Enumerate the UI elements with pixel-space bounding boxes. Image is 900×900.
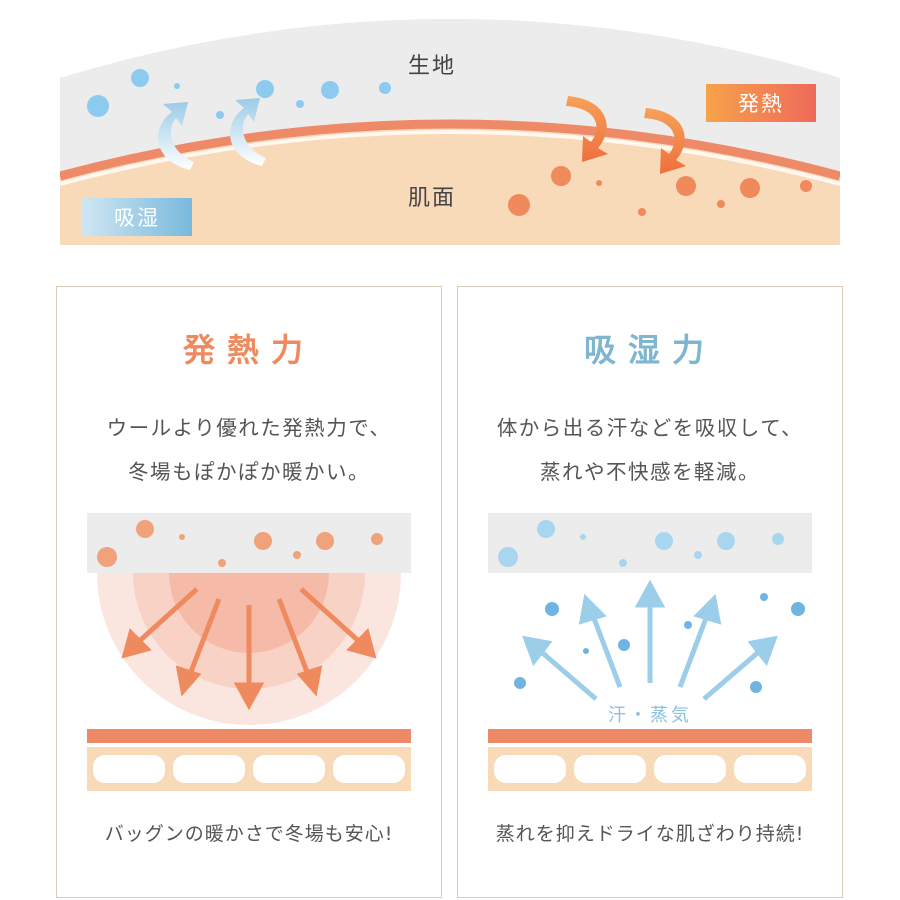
- heat-panel: 発熱力 ウールより優れた発熱力で、 冬場もぽかぽか暖かい。: [56, 286, 442, 898]
- fabric-layer: [60, 19, 840, 176]
- skin-top-line: [488, 729, 812, 743]
- moisture-badge: 吸湿: [82, 198, 192, 236]
- fabric-strip: [87, 513, 411, 573]
- heat-desc-line2: 冬場もぽかぽか暖かい。: [128, 460, 370, 484]
- skin-cells: [93, 755, 405, 783]
- heat-illustration: [87, 513, 411, 791]
- moisture-panel-title: 吸湿力: [583, 331, 716, 369]
- moisture-arrows: [158, 98, 266, 170]
- heat-particles: [97, 520, 383, 567]
- cross-section-diagram: 生地 肌面 発熱 吸湿: [0, 0, 900, 260]
- moisture-particles-fabric: [498, 520, 784, 567]
- moisture-panel: 吸湿力 体から出る汗などを吸収して、 蒸れや不快感を軽減。: [457, 286, 843, 898]
- heat-badge: 発熱: [706, 84, 816, 122]
- moisture-illustration: [488, 513, 812, 791]
- heat-panel-title: 発熱力: [182, 331, 315, 369]
- moisture-droplets: [87, 69, 391, 119]
- heat-arrows: [566, 96, 686, 174]
- skin-label: 肌面: [408, 186, 457, 211]
- moisture-desc-line2: 蒸れや不快感を軽減。: [540, 460, 760, 484]
- heat-desc-line1: ウールより優れた発熱力で、: [106, 416, 392, 440]
- skin-top-line: [87, 729, 411, 743]
- heat-arrows-down: [121, 587, 377, 711]
- moisture-particles-air: [514, 593, 805, 693]
- skin-cells: [494, 755, 806, 783]
- moisture-panel-footer: 蒸れを抑えドライな肌ざわり持続!: [495, 823, 805, 845]
- heat-dots: [508, 166, 812, 216]
- vapor-arrows-up: [522, 579, 778, 701]
- fabric-label: 生地: [408, 54, 457, 79]
- moisture-desc-line1: 体から出る汗などを吸収して、: [496, 416, 804, 440]
- vapor-label: 汗・蒸気: [608, 705, 692, 726]
- fabric-strip: [488, 513, 812, 573]
- heat-panel-footer: バッグンの暖かさで冬場も安心!: [104, 823, 394, 845]
- cross-section-art: [60, 19, 840, 245]
